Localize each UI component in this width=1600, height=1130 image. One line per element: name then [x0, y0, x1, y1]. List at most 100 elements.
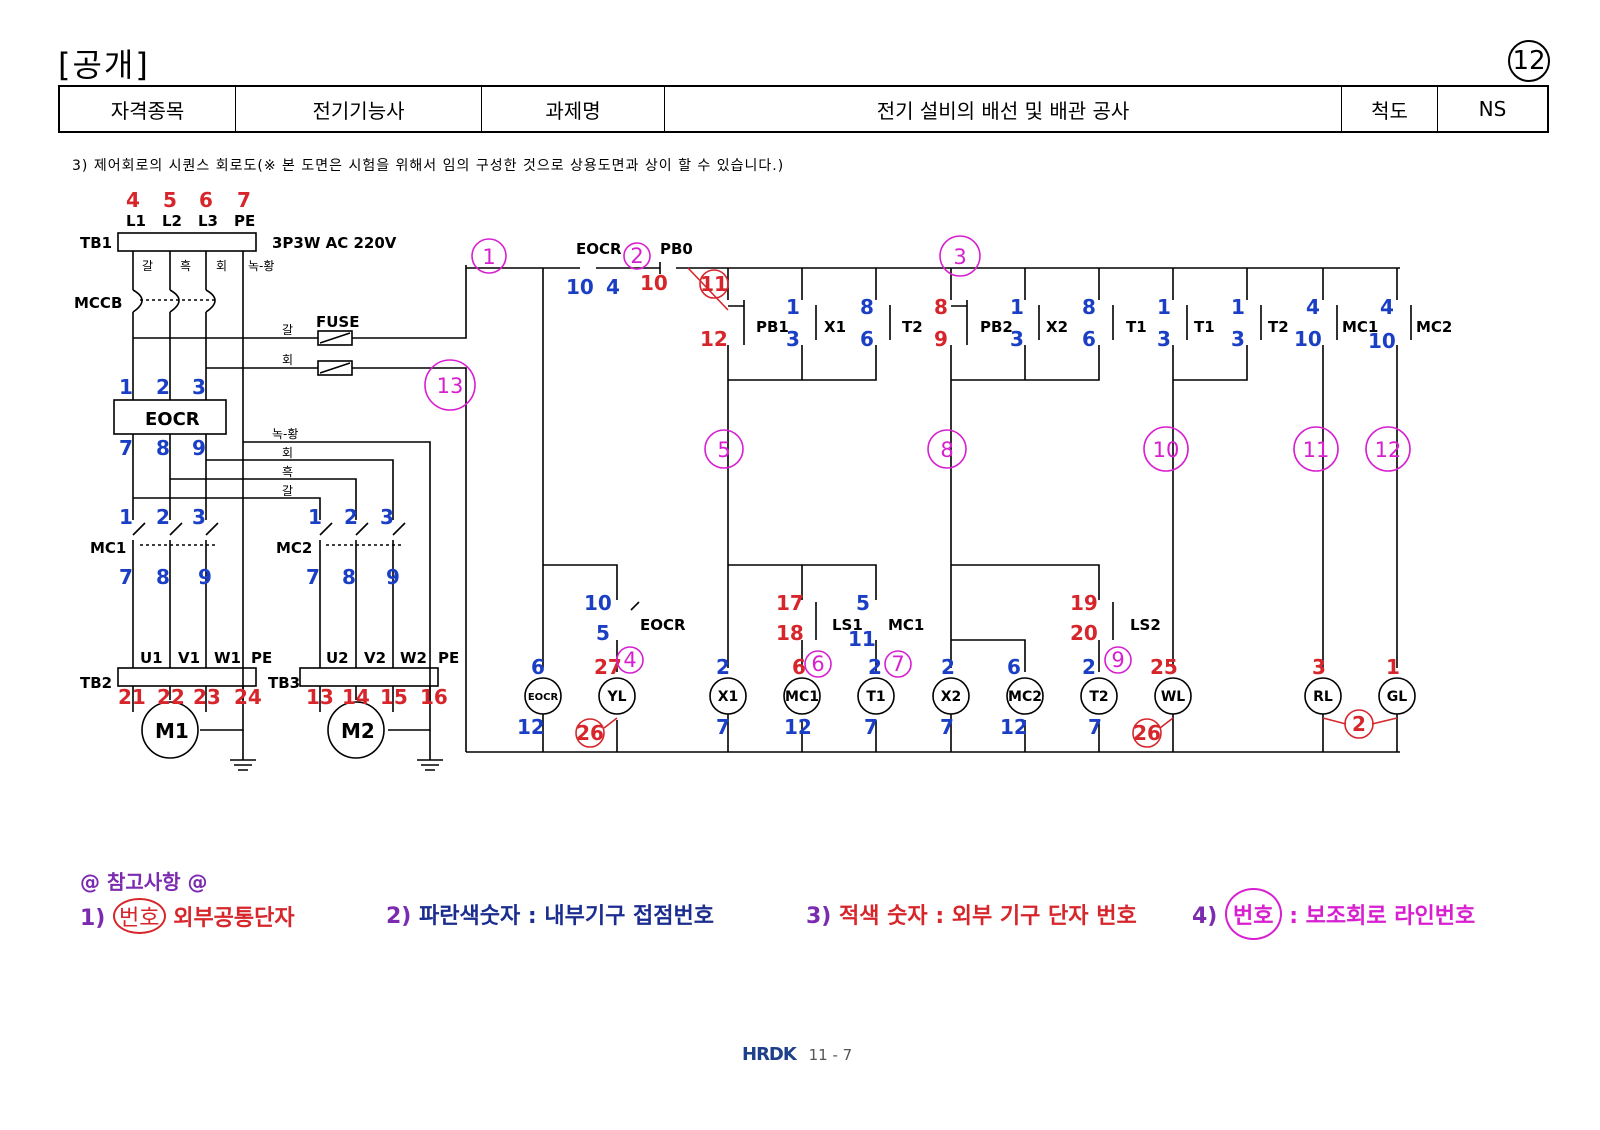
num-eocr2-b: 5: [596, 621, 610, 645]
load-label-x2: X2: [941, 689, 962, 705]
eocr-out-8: 8: [156, 436, 170, 460]
num-eocr2-a: 10: [584, 591, 612, 615]
num-wl-top: 25: [1150, 655, 1178, 679]
num-eocr-coil-top: 6: [531, 655, 545, 679]
note-2: 2) 파란색숫자 : 내부기구 접점번호: [386, 898, 714, 930]
lamp-rl: [1304, 677, 1342, 715]
num-t2a-a: 8: [860, 295, 874, 319]
label-eocr-contact: EOCR: [576, 240, 622, 258]
label-pb1: PB1: [756, 318, 789, 336]
num-x2-coil-bot: 7: [940, 715, 954, 739]
mc2-in-2: 2: [344, 505, 358, 529]
label-tb2: TB2: [80, 674, 112, 692]
num-ls1-a: 17: [776, 591, 804, 615]
line-no-3: 3: [953, 245, 966, 269]
label-t1b: T1: [1194, 318, 1215, 336]
num-eocr-b: 4: [606, 275, 620, 299]
common-term-26-wl: 26: [1133, 721, 1161, 745]
load-label-mc1: MC1: [785, 689, 819, 705]
load-label-t1: T1: [866, 689, 885, 705]
footer-page: 11 - 7: [808, 1046, 853, 1064]
num-mc2c-a: 4: [1380, 295, 1394, 319]
note-1: 1) 번호 외부공통단자: [80, 898, 295, 934]
label-ls2: LS2: [1130, 616, 1161, 634]
eocr-out-7: 7: [119, 436, 133, 460]
mc2-out-8: 8: [342, 565, 356, 589]
tb2-term-24: 24: [234, 685, 262, 709]
info-cell-task-label: 과제명: [481, 85, 665, 133]
note-4: 4) 번호 : 보조회로 라인번호: [1192, 888, 1475, 940]
line-no-1: 1: [482, 245, 495, 269]
lamp-yl: [598, 677, 636, 715]
line-no-2: 2: [630, 244, 643, 268]
num-t2a-b: 6: [860, 327, 874, 351]
label-mc2: MC2: [276, 539, 312, 557]
tb2-w1: W1: [214, 649, 241, 667]
num-x1-b: 3: [786, 327, 800, 351]
load-label-wl: WL: [1161, 689, 1185, 705]
label-mccb: MCCB: [74, 294, 122, 312]
num-x2-a: 1: [1010, 295, 1024, 319]
tb2-term-23: 23: [193, 685, 221, 709]
eocr-in-2: 2: [156, 375, 170, 399]
motor-m2: M2: [341, 719, 375, 743]
coil-t1: [857, 677, 895, 715]
info-table: 자격종목 전기기능사 과제명 전기 설비의 배선 및 배관 공사 척도 NS: [58, 85, 1549, 133]
load-label-rl: RL: [1313, 689, 1333, 705]
load-coils: [524, 677, 1416, 715]
num-mc1c-a: 4: [1306, 295, 1320, 319]
num-x2-coil-top: 2: [941, 655, 955, 679]
note-3: 3) 적색 숫자 : 외부 기구 단자 번호: [806, 898, 1137, 930]
eocr-out-9: 9: [192, 436, 206, 460]
label-l1: L1: [126, 212, 146, 230]
info-cell-scale: NS: [1437, 85, 1549, 133]
tb3-term-16: 16: [420, 685, 448, 709]
load-label-gl: GL: [1387, 689, 1407, 705]
bus-color-3: 흑: [282, 465, 293, 479]
note-2-prefix: 2): [386, 904, 412, 929]
num-t1a-a: 8: [1082, 295, 1096, 319]
hrdk-logo: HRDK: [742, 1044, 797, 1065]
info-cell-scale-label: 척도: [1341, 85, 1438, 133]
tb3-term-14: 14: [342, 685, 370, 709]
term-5: 5: [163, 188, 177, 212]
num-pb0-a: 10: [640, 271, 668, 295]
label-eocr: EOCR: [145, 409, 200, 430]
note-3-text: 적색 숫자 : 외부 기구 단자 번호: [839, 904, 1137, 929]
num-x1-coil-bot: 7: [716, 715, 730, 739]
label-t1a: T1: [1126, 318, 1147, 336]
bus-color-1: 녹-황: [272, 427, 298, 441]
tb2-u1: U1: [140, 649, 163, 667]
num-mc1c-b: 10: [1294, 327, 1322, 351]
label-pb2: PB2: [980, 318, 1013, 336]
label-mc1c: MC1: [1342, 318, 1378, 336]
label-fuse: FUSE: [316, 313, 359, 331]
load-label-eocr: EOCR: [528, 692, 559, 703]
label-pb0: PB0: [660, 240, 693, 258]
label-tb3: TB3: [268, 674, 300, 692]
wire-color-3: 회: [216, 259, 227, 273]
label-mc2c: MC2: [1416, 318, 1452, 336]
term-4: 4: [126, 188, 140, 212]
num-mc2-coil-top: 6: [1007, 655, 1021, 679]
note-4-mark: 번호: [1225, 888, 1282, 940]
label-mc1d: MC1: [888, 616, 924, 634]
label-x2: X2: [1046, 318, 1068, 336]
mc2-in-1: 1: [308, 505, 322, 529]
mc1-out-9: 9: [198, 565, 212, 589]
bus-color-4: 갈: [282, 484, 293, 498]
num-eocr-coil-bot: 12: [517, 715, 545, 739]
info-cell-qualification: 전기기능사: [235, 85, 482, 133]
motor-m1: M1: [155, 719, 189, 743]
label-supply: 3P3W AC 220V: [272, 234, 397, 252]
term-7: 7: [237, 188, 251, 212]
mc2-in-3: 3: [380, 505, 394, 529]
page-number-badge: 12: [1508, 40, 1550, 82]
wire-color-4: 녹-황: [248, 259, 274, 273]
mc1-out-7: 7: [119, 565, 133, 589]
fuse-wire-color-2: 회: [282, 353, 293, 367]
coil-mc1: [783, 677, 821, 715]
tb3-pe: PE: [438, 649, 459, 667]
label-l3: L3: [198, 212, 218, 230]
line-no-5: 5: [717, 438, 730, 462]
